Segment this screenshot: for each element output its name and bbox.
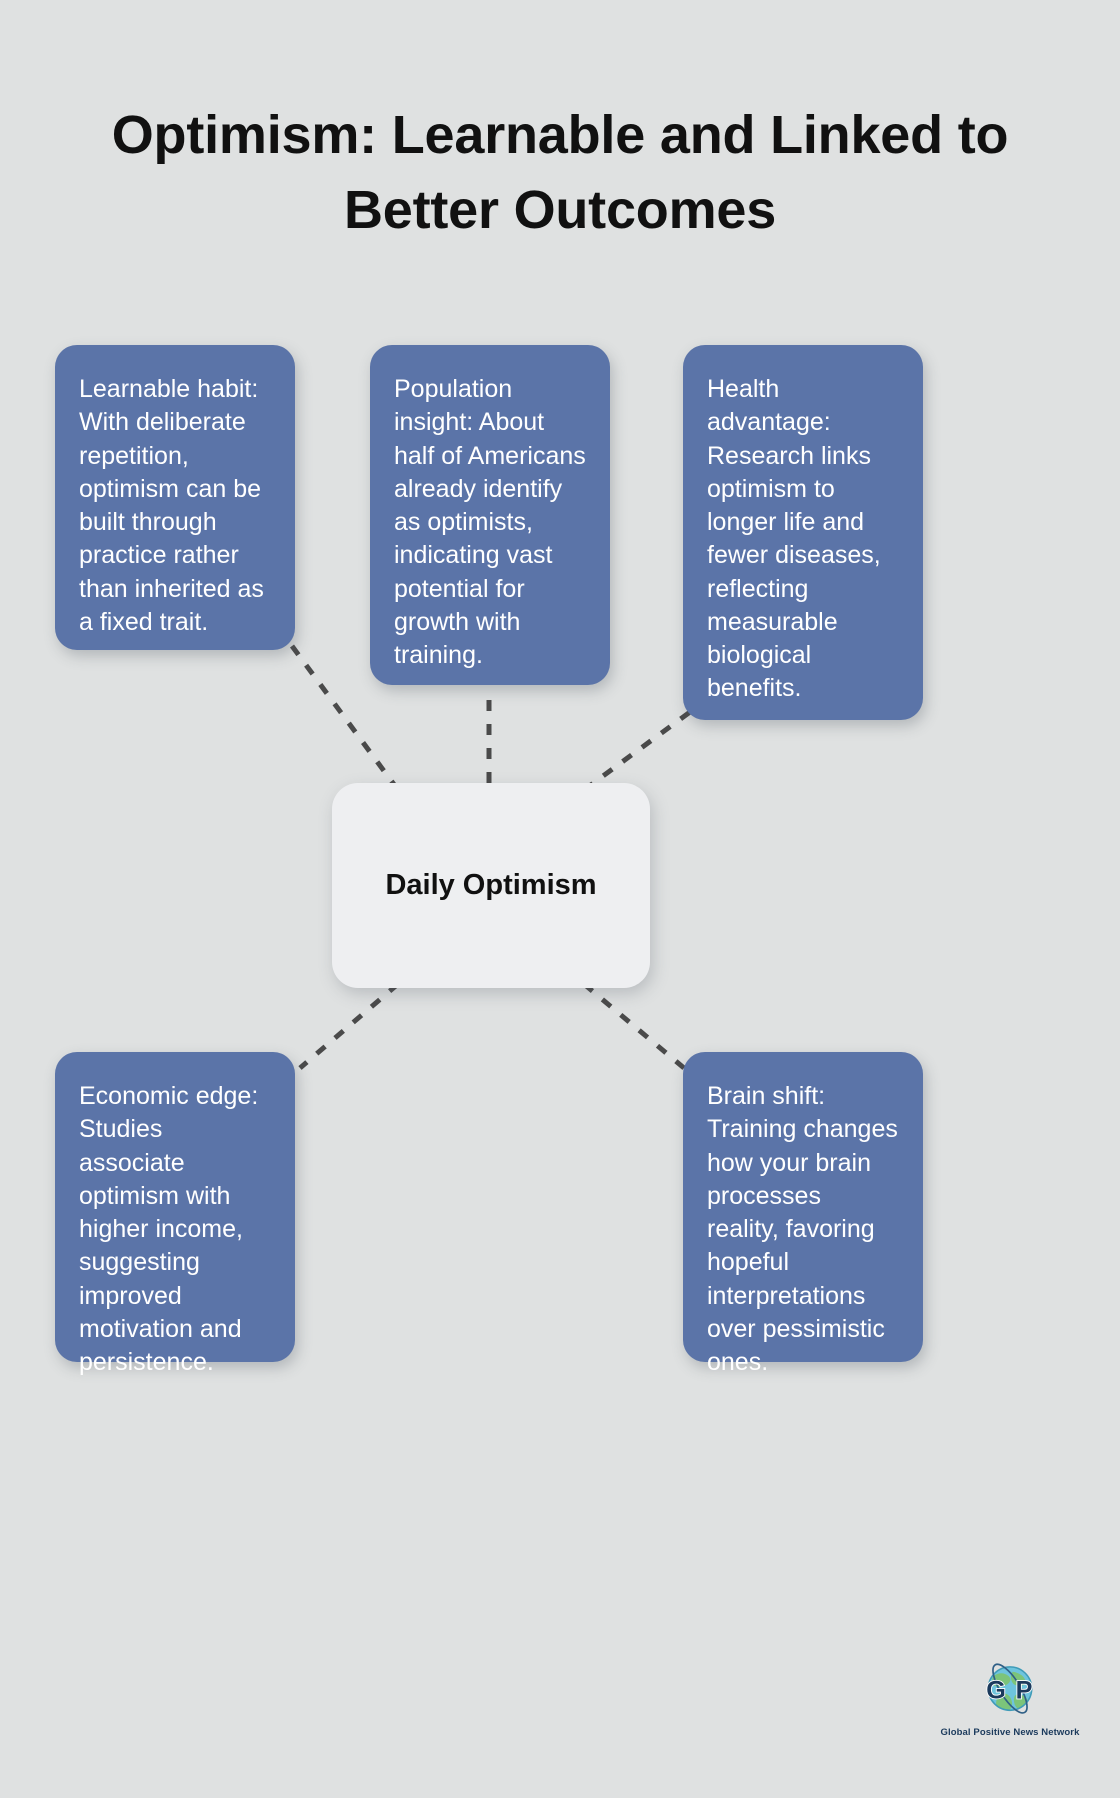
page-title: Optimism: Learnable and Linked to Better… xyxy=(111,105,1009,240)
brand-logo: G P Global Positive News Network xyxy=(930,1655,1090,1738)
logo-caption: Global Positive News Network xyxy=(940,1727,1080,1738)
connector-to-economic xyxy=(298,982,400,1070)
logo-initial-g: G xyxy=(986,1676,1006,1704)
branch-card-population-insight[interactable]: Population insight: About half of Americ… xyxy=(370,345,610,685)
branch-card-health-advantage[interactable]: Health advantage: Research links optimis… xyxy=(683,345,923,720)
branch-card-learnable-habit[interactable]: Learnable habit: With deliberate repetit… xyxy=(55,345,295,650)
center-node-daily-optimism[interactable]: Daily Optimism xyxy=(332,783,650,988)
globe-icon: G P xyxy=(985,1663,1033,1714)
logo-initial-p: P xyxy=(1016,1676,1033,1704)
connector-to-brain xyxy=(582,982,686,1070)
center-node-label: Daily Optimism xyxy=(385,869,597,901)
connector-to-health xyxy=(582,709,692,793)
branch-card-economic-edge[interactable]: Economic edge: Studies associate optimis… xyxy=(55,1052,295,1376)
branch-card-brain-shift[interactable]: Brain shift: Training changes how your b… xyxy=(683,1052,923,1376)
